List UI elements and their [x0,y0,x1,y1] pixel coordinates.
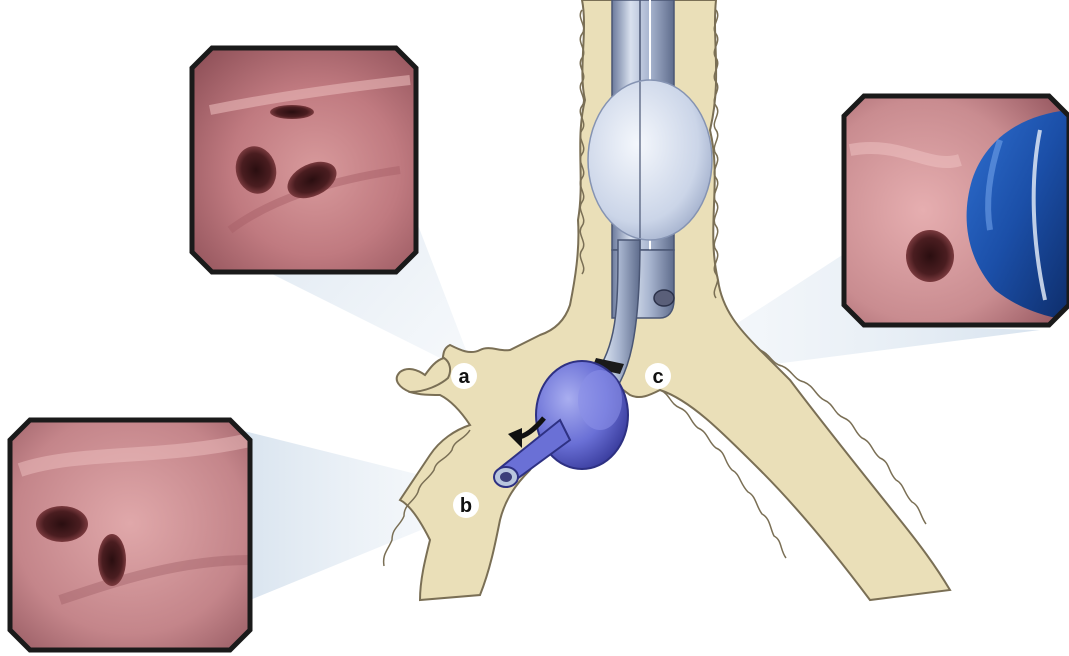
label-b-text: b [460,495,472,517]
label-a: a [451,363,477,389]
tube-side-opening [654,290,674,306]
inset-c [844,96,1069,325]
inset-b-hole-right [98,534,126,586]
label-c: c [645,363,671,389]
inset-a-hole-top [270,105,314,119]
label-b: b [453,492,479,518]
inset-c-hole [906,230,954,282]
label-c-text: c [652,366,663,388]
inset-b-hole-left [36,506,88,542]
tracheal-cuff [588,80,712,240]
inset-a [192,48,416,272]
inset-b [10,420,250,650]
label-a-text: a [458,366,470,388]
